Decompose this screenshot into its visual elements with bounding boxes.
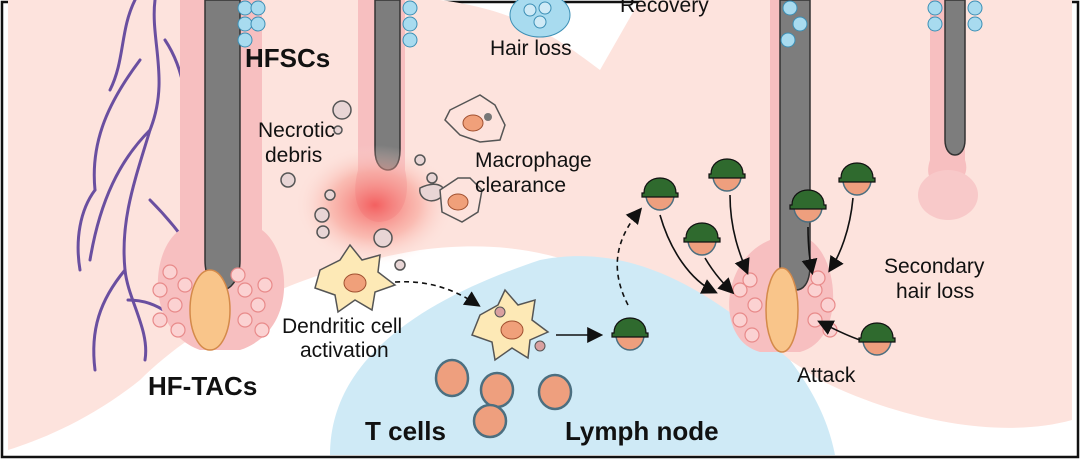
necrotic-debris [280, 100, 445, 271]
stem-cells-left [237, 0, 266, 48]
label-t-cells: T cells [365, 416, 446, 446]
hair-follicle-far-right [918, 0, 978, 220]
label-secondary-line2: hair loss [896, 280, 974, 303]
dendritic-cell-lymph [471, 288, 550, 362]
label-recovery: Recovery [620, 0, 709, 17]
dendritic-cell-skin [314, 243, 397, 314]
hair-follicle-left [157, 0, 285, 351]
attack-arrow-4 [801, 226, 818, 276]
regressed-follicle [509, 0, 571, 38]
arrows [394, 194, 861, 343]
t-cell-migration-arrow [616, 207, 643, 306]
label-necrotic-line1: Necrotic [258, 119, 335, 142]
attack-arrow-2 [704, 257, 735, 295]
dendritic-migration-arrow [394, 280, 481, 307]
stem-cells-middle [402, 0, 418, 48]
activated-t-cells [611, 158, 896, 356]
macrophage-cells [439, 94, 506, 223]
label-dendritic-line2: activation [300, 339, 389, 362]
label-dendritic-line1: Dendritic cell [282, 315, 402, 338]
hf-tac-cells-left [152, 264, 273, 338]
label-hair-loss: Hair loss [490, 37, 572, 60]
label-secondary-line1: Secondary [884, 255, 985, 278]
label-necrotic-line2: debris [265, 144, 322, 167]
label-lymph-node: Lymph node [565, 416, 719, 446]
label-hfscs: HFSCs [245, 43, 330, 73]
attack-arrow-5 [828, 197, 854, 273]
stem-cells-far-right [927, 0, 983, 32]
label-hf-tacs: HF-TACs [148, 371, 257, 401]
label-attack: Attack [797, 364, 856, 387]
label-macrophage-line1: Macrophage [475, 149, 592, 172]
attack-arrow-6 [817, 320, 861, 341]
label-macrophage-line2: clearance [475, 174, 566, 197]
attack-arrow-1 [659, 214, 718, 294]
lymph-node [330, 256, 835, 455]
attack-arrow-3 [729, 194, 750, 275]
t-cells-lymph-node [434, 358, 573, 439]
stem-cells-right [780, 0, 808, 48]
inflammation-glow [295, 145, 455, 265]
